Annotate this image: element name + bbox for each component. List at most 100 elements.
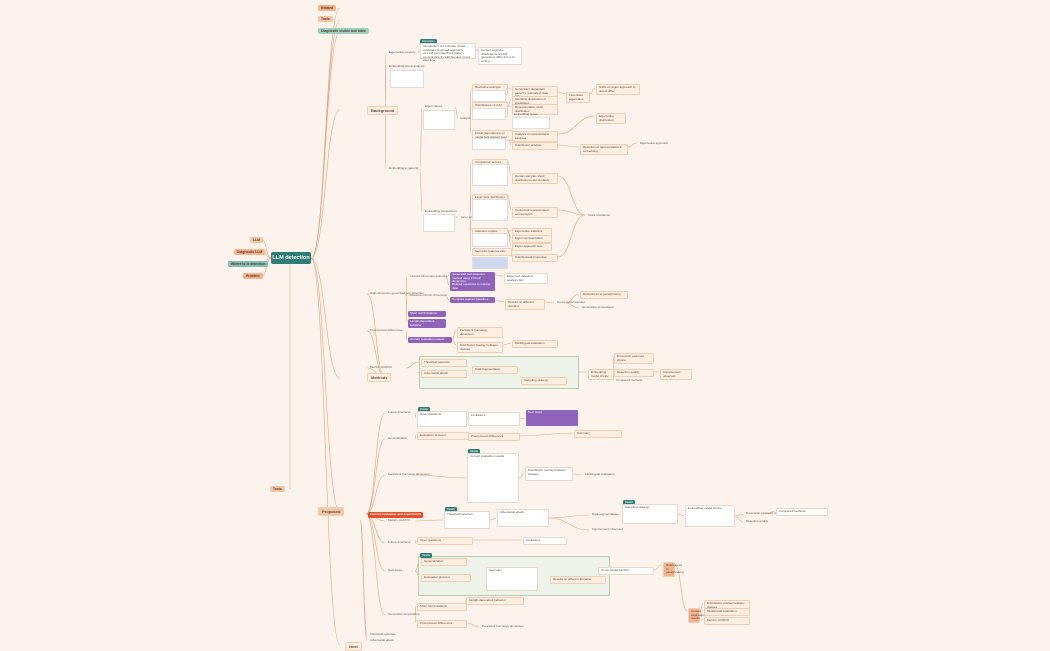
node-n12[interactable]: Representation multi-distribution xyxy=(512,104,558,116)
node-n5[interactable]: Eigen values xyxy=(425,104,443,108)
node-n52c[interactable]: Metrics: AUROC xyxy=(704,617,750,625)
node-n17[interactable]: Shifts on eigen approach to detect diffe… xyxy=(596,84,640,96)
node-n57[interactable]: Embedding model choice xyxy=(588,369,614,381)
node-n67[interactable]: Evaluation protocol xyxy=(417,432,469,440)
node-n33[interactable]: Scale invariance xyxy=(588,213,611,217)
node-n66[interactable]: Generalization xyxy=(388,436,408,440)
node-n32[interactable]: Distributional properties xyxy=(512,254,558,262)
node-n22[interactable]: Embedding comparison xyxy=(425,209,457,213)
node-n39[interactable]: Measure intrinsic dimension xyxy=(410,293,448,297)
node-n68[interactable]: Summary xyxy=(574,430,622,438)
node-n54b[interactable]: Adversarial attack xyxy=(497,509,549,527)
node-n53b[interactable]: Threshold selection xyxy=(444,511,490,529)
node-n61b[interactable]: Improvement observed xyxy=(592,527,623,531)
node-n19[interactable]: Detection of representation in embedding xyxy=(580,144,628,156)
node-n2[interactable]: Current cognitive distributions of LLM g… xyxy=(478,47,522,66)
node-n51[interactable]: Multilingual evaluation xyxy=(512,340,558,348)
node-n66b[interactable]: Generalization xyxy=(421,558,467,566)
node-n61[interactable]: Improvement observed xyxy=(660,369,692,381)
left-branch-llm[interactable]: LLM xyxy=(250,237,263,243)
node-n52b[interactable]: Metrics: AUROC xyxy=(388,518,411,522)
node-n47[interactable]: Prompt-level differences xyxy=(370,328,403,332)
node-n16[interactable]: Inter-class eigenvalue xyxy=(566,92,590,104)
node-n51c[interactable]: Multilingual evaluation xyxy=(704,608,750,616)
node-n1[interactable]: Introduction: An estimate model evaluate… xyxy=(420,43,476,62)
node-n52[interactable]: Metrics: AUROC xyxy=(370,365,393,369)
node-n54c[interactable]: Adversarial attack xyxy=(370,638,394,642)
node-n6[interactable]: Analysis xyxy=(460,116,472,120)
node-n45[interactable]: Short text limitations xyxy=(408,311,446,317)
top-branch-related[interactable]: Related xyxy=(318,5,337,11)
node-n49c[interactable]: Current evaluation results xyxy=(688,608,705,623)
top-branch-diagnostic[interactable]: Diagnostic visible tool table xyxy=(318,28,369,34)
node-n34[interactable]: Intrinsic dimension estimate xyxy=(410,274,448,278)
node-n57b[interactable]: Embedding model choice xyxy=(685,505,735,527)
node-n65b[interactable]: Next steps xyxy=(388,568,403,572)
node-n54[interactable]: Adversarial attack xyxy=(421,370,467,378)
node-n55b[interactable]: Data augmentation xyxy=(592,512,618,516)
node-n64b[interactable]: Limitations xyxy=(523,537,567,545)
node-n53c[interactable]: Threshold selection xyxy=(370,632,397,636)
node-n55[interactable]: Data augmentation xyxy=(472,366,518,374)
node-n53[interactable]: Threshold selection xyxy=(421,359,467,367)
node-n67b[interactable]: Evaluation protocol xyxy=(421,574,471,582)
node-n42b[interactable]: Cross-model transfer xyxy=(598,567,654,575)
node-eigenval[interactable]: Eigenvalue property xyxy=(389,50,416,54)
node-n62b[interactable]: Future directions xyxy=(388,540,411,544)
node-n44b[interactable]: Generation temperature xyxy=(388,612,420,616)
node-n50b[interactable]: Distribution overlap between classes xyxy=(525,467,573,481)
node-n46b[interactable]: Length-dependent behavior xyxy=(466,597,524,605)
node-n56b[interactable]: Sampling strategy xyxy=(622,504,678,524)
node-n45b[interactable]: Short text limitations xyxy=(417,603,467,611)
node-n30[interactable]: Eigen representation xyxy=(512,235,552,243)
node-n47b[interactable]: Prompt-level differences xyxy=(468,433,520,441)
node-n41[interactable]: Results on different domains xyxy=(505,299,545,311)
node-n47c[interactable]: Prompt-level differences xyxy=(417,620,467,628)
node-n62[interactable]: Future directions xyxy=(388,410,411,414)
node-eigen-approx[interactable]: Eigenvalue approach xyxy=(640,141,669,145)
node-emb-analysis[interactable]: Embedding visual analysis xyxy=(389,64,425,68)
node-n43[interactable]: Robustness to paraphrasing xyxy=(580,291,628,299)
node-n21[interactable]: Human samples show distribution-level si… xyxy=(512,173,558,185)
node-n37[interactable]: Eigen text detection, analysis fast xyxy=(504,273,548,285)
node-n56[interactable]: Sampling strategy xyxy=(521,377,567,385)
node-n48c[interactable]: Persistent homology dimension xyxy=(482,624,524,628)
node-n18[interactable]: Eigenvalue distribution xyxy=(596,113,626,125)
node-n50[interactable]: Distribution overlap between classes xyxy=(457,342,503,354)
left-branch-tools[interactable]: Tools xyxy=(270,486,285,492)
node-n28[interactable]: Contextual representation across layers xyxy=(512,207,558,219)
section-background[interactable]: Background xyxy=(367,106,399,116)
node-n48[interactable]: Persistent homology dimension xyxy=(457,327,503,339)
node-n60b[interactable]: Compared methods xyxy=(776,508,828,516)
node-n14[interactable]: Analysis of representative samples xyxy=(512,131,558,143)
node-n44[interactable]: Generation temperature xyxy=(582,305,614,309)
node-n58b[interactable]: Dimension estimator choice xyxy=(746,511,783,515)
node-n35[interactable]: Generated text detection method using in… xyxy=(450,272,495,285)
node-n59[interactable]: Detection quality xyxy=(614,369,654,377)
node-n43b[interactable]: Robustness to paraphrasing xyxy=(663,562,684,577)
node-n65[interactable]: Next steps xyxy=(526,410,578,426)
node-n36[interactable]: Related measures to training data xyxy=(450,282,495,292)
top-branch-tools[interactable]: Tools xyxy=(318,16,333,22)
node-n60[interactable]: Compared methods xyxy=(616,378,643,382)
node-n38[interactable]: High-dimension generated text detection xyxy=(370,291,424,295)
node-n63[interactable]: Open questions xyxy=(417,411,467,427)
node-n20[interactable]: Embedding in general xyxy=(389,166,419,170)
left-branch-where[interactable]: Where to is detection xyxy=(228,261,269,267)
node-n59b[interactable]: Detection quality xyxy=(746,519,769,523)
root-topic[interactable]: LLM detection xyxy=(271,252,311,264)
left-branch-diagnostic[interactable]: Diagnostic LLM xyxy=(234,249,266,255)
node-n58[interactable]: Dimension estimator choice xyxy=(614,353,654,365)
node-n68b[interactable]: Summary xyxy=(486,567,538,591)
section-methods[interactable]: Methods xyxy=(367,373,392,383)
node-n48b[interactable]: Persistent homology dimension xyxy=(388,472,430,476)
node-n46[interactable]: Length-dependent behavior xyxy=(408,319,446,329)
section-current-work[interactable]: Current evaluation and experiments xyxy=(368,512,424,518)
node-n41b[interactable]: Results on different domains xyxy=(550,576,606,584)
section-proposed[interactable]: Proposed xyxy=(318,507,345,517)
left-branch-problem[interactable]: Problem xyxy=(243,273,263,279)
node-n63b[interactable]: Open questions xyxy=(417,537,473,545)
node-n64[interactable]: Limitations xyxy=(468,412,520,426)
node-n15[interactable]: Distribution analysis xyxy=(512,142,558,150)
node-n13[interactable]: Embedding space xyxy=(514,112,539,116)
